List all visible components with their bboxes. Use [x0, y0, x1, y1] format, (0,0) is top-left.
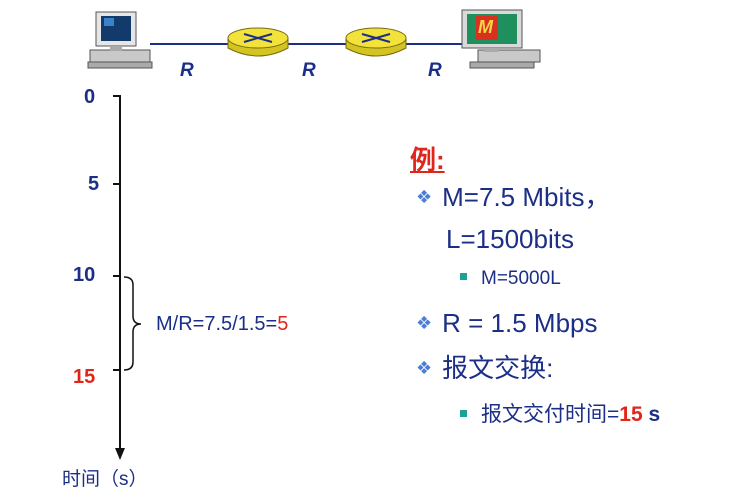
link-rate-label: R — [302, 60, 316, 81]
square-bullet-icon — [460, 273, 467, 280]
axis-label: 时间（s） — [62, 469, 148, 490]
link-rate-label: R — [180, 60, 194, 81]
example-item: ❖ 报文交换: — [416, 353, 553, 386]
example-item: ❖ R = 1.5 Mbps — [416, 308, 598, 341]
example-item-text: 报文交换: — [442, 353, 554, 383]
example-subitem-text: M=5000L — [481, 268, 561, 289]
tick-label-10: 10 — [73, 264, 96, 286]
brace-annotation: M/R=7.5/1.5=5 — [156, 313, 288, 336]
delivery-time-unit: s — [642, 403, 661, 426]
link-rate-label: R — [428, 60, 442, 81]
example-item-text: R = 1.5 Mbps — [442, 308, 598, 338]
example-subitem-text: 报文交付时间= — [481, 403, 620, 426]
router-icon — [345, 27, 407, 57]
destination-computer-icon — [461, 9, 541, 69]
example-title: 例: — [410, 145, 445, 175]
source-computer-icon — [87, 11, 153, 69]
tick-label-5: 5 — [88, 173, 100, 195]
example-item: ❖ M=7.5 Mbits， — [416, 182, 610, 215]
example-item-cont: L=1500bits — [446, 224, 574, 254]
diamond-bullet-icon: ❖ — [416, 313, 433, 333]
tick-label-0: 0 — [84, 86, 96, 108]
square-bullet-icon — [460, 410, 467, 417]
delivery-time-value: 15 — [619, 403, 643, 426]
brace — [123, 276, 142, 371]
tick-label-15: 15 — [73, 366, 96, 388]
example-subitem: M=5000L — [460, 268, 561, 290]
diamond-bullet-icon: ❖ — [416, 187, 433, 207]
example-item-text: M=7.5 Mbits， — [442, 182, 611, 212]
network-diagram — [87, 9, 541, 69]
example-subitem: 报文交付时间=15 s — [460, 398, 660, 428]
diamond-bullet-icon: ❖ — [416, 358, 433, 378]
brace-formula: M/R=7.5/1.5= — [156, 313, 278, 335]
router-icon — [227, 27, 289, 57]
dest-screen-letter: M — [478, 17, 493, 37]
brace-value: 5 — [277, 313, 289, 335]
